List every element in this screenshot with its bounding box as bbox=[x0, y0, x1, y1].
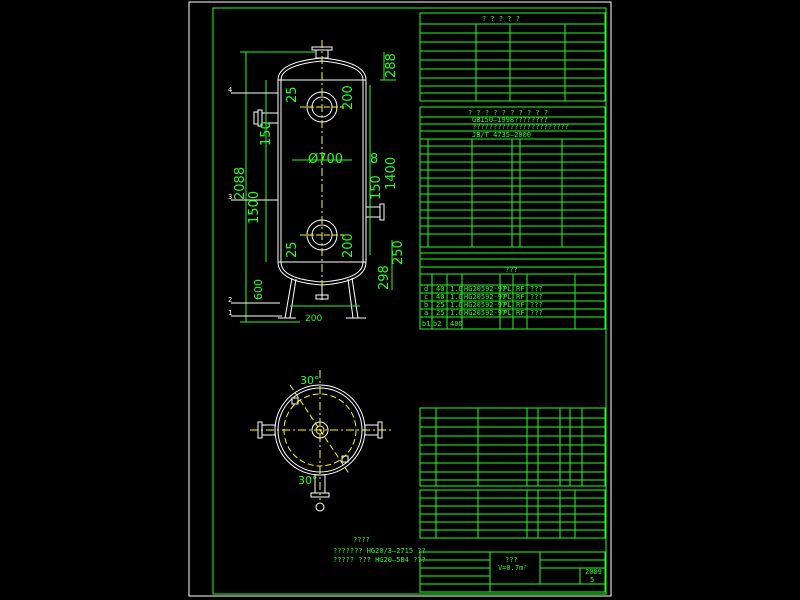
notes-line1: ??????? HG20/3—2715 ?? bbox=[333, 547, 426, 555]
notes-line2: ????? ??? HG20—584 ??? bbox=[333, 556, 426, 564]
support-leg-left bbox=[284, 277, 293, 319]
svg-text:400: 400 bbox=[450, 320, 463, 328]
right-nozzle bbox=[365, 206, 381, 218]
dim-leg-200: 200 bbox=[305, 314, 322, 324]
svg-text:40: 40 bbox=[436, 285, 444, 293]
svg-text:b: b bbox=[424, 301, 428, 309]
svg-text:d: d bbox=[424, 285, 428, 293]
svg-text:1.6: 1.6 bbox=[450, 309, 463, 317]
design-table bbox=[419, 12, 606, 102]
svg-text:c: c bbox=[424, 293, 428, 301]
svg-text:???: ??? bbox=[530, 285, 543, 293]
dim-upper-150: 150 bbox=[259, 121, 274, 146]
callout-4: 4 bbox=[228, 86, 232, 94]
svg-text:1.6: 1.6 bbox=[450, 285, 463, 293]
svg-text:1.6: 1.6 bbox=[450, 293, 463, 301]
nozzle-table bbox=[419, 266, 606, 330]
svg-text:???: ??? bbox=[530, 293, 543, 301]
svg-text:RF: RF bbox=[516, 285, 524, 293]
svg-text:PL: PL bbox=[503, 293, 511, 301]
svg-text:HG20592-97: HG20592-97 bbox=[464, 293, 506, 301]
svg-text:b2: b2 bbox=[433, 320, 441, 328]
dim-lower-150: 150 bbox=[369, 175, 384, 200]
std-row-3: JB/T 4735—2000 bbox=[472, 131, 531, 139]
dim-total-height: 2088 bbox=[233, 167, 248, 200]
svg-text:25: 25 bbox=[436, 309, 444, 317]
svg-text:RF: RF bbox=[516, 293, 524, 301]
svg-text:PL: PL bbox=[503, 285, 511, 293]
dim-diameter: Ø700 bbox=[308, 152, 343, 167]
title-block bbox=[419, 551, 606, 593]
svg-text:???: ??? bbox=[530, 309, 543, 317]
title-spec: V=0.7m³ bbox=[498, 564, 528, 572]
std-row-2: ??????????????????????? bbox=[472, 123, 569, 131]
title-sheet: 5 bbox=[590, 576, 594, 584]
vessel-plan bbox=[250, 370, 392, 512]
svg-text:25: 25 bbox=[436, 301, 444, 309]
parts-list bbox=[419, 407, 606, 487]
svg-text:b1: b1 bbox=[422, 320, 430, 328]
svg-text:HG20592-97: HG20592-97 bbox=[464, 285, 506, 293]
svg-text:RF: RF bbox=[516, 309, 524, 317]
svg-text:1.6: 1.6 bbox=[450, 301, 463, 309]
vessel-elevation bbox=[231, 40, 396, 323]
nozzle-rows: d 40 1.6 HG20592-97 PL RF ??? c 40 1.6 H… bbox=[422, 285, 543, 328]
dim-thickness: 8 bbox=[370, 152, 378, 167]
standards-table-title: ? ? ? ? ? ? ? ? ? ? bbox=[468, 109, 548, 117]
dim-bot-298: 298 bbox=[377, 265, 392, 290]
design-table-title: ? ? ? ? ? bbox=[482, 15, 520, 23]
svg-text:a: a bbox=[424, 309, 428, 317]
svg-text:40: 40 bbox=[436, 293, 444, 301]
inner-frame bbox=[212, 7, 607, 595]
parts-list-2 bbox=[419, 489, 606, 539]
callout-1: 1 bbox=[228, 309, 232, 317]
svg-text:PL: PL bbox=[503, 301, 511, 309]
svg-text:HG20592-97: HG20592-97 bbox=[464, 301, 506, 309]
standards-table bbox=[419, 106, 606, 248]
dim-span-1500: 1500 bbox=[247, 191, 262, 224]
svg-text:PL: PL bbox=[503, 309, 511, 317]
plan-angle-bot: 30° bbox=[298, 474, 318, 487]
dim-nozzle-bot-200: 200 bbox=[341, 233, 356, 258]
callout-3: 3 bbox=[228, 193, 232, 201]
dim-leg-600: 600 bbox=[252, 279, 265, 300]
svg-text:RF: RF bbox=[516, 301, 524, 309]
outer-frame bbox=[188, 1, 612, 597]
plan-angle-top: 30° bbox=[300, 374, 320, 387]
dim-nozzle-bot: 25 bbox=[285, 241, 300, 258]
notes-label: ???? bbox=[353, 536, 370, 544]
dim-nozzle-top: 25 bbox=[285, 86, 300, 103]
support-leg-right bbox=[351, 277, 359, 319]
dim-top-height: 288 bbox=[384, 53, 399, 78]
dim-straight: 1400 bbox=[384, 157, 399, 190]
std-row-1: GB150—1998???????? bbox=[472, 116, 548, 124]
title-drawing-no: 2009 bbox=[585, 568, 602, 576]
callout-2: 2 bbox=[228, 296, 232, 304]
title-name: ??? bbox=[505, 556, 518, 564]
svg-text:???: ??? bbox=[530, 301, 543, 309]
dim-nozzle-top-200: 200 bbox=[341, 85, 356, 110]
svg-text:HG20592-97: HG20592-97 bbox=[464, 309, 506, 317]
nozzle-table-title: ??? bbox=[505, 266, 518, 274]
dim-250: 250 bbox=[391, 240, 406, 265]
